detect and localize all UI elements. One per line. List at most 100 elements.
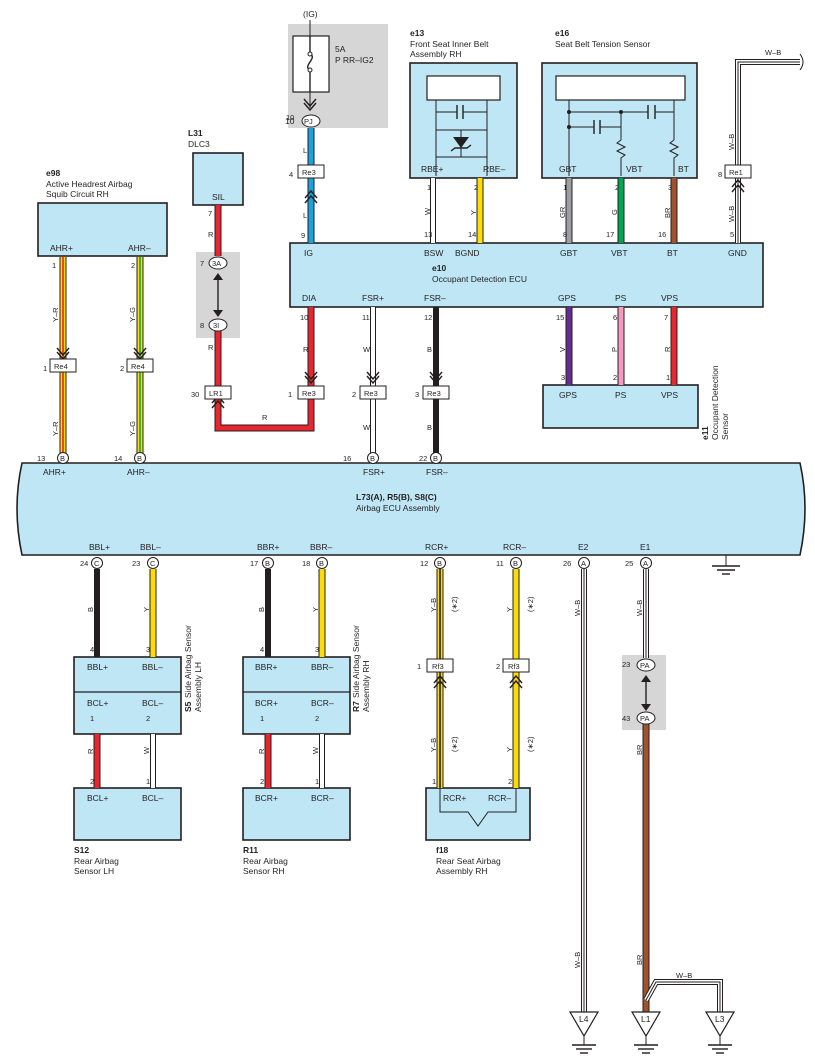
svg-text:Re3: Re3 — [364, 389, 378, 398]
svg-text:R: R — [86, 748, 95, 754]
pj-connector-label: PJ — [304, 117, 313, 126]
svg-text:2: 2 — [615, 183, 619, 192]
ecu-label-ahr-minus: AHR– — [127, 467, 150, 477]
svg-text:B: B — [370, 454, 375, 463]
svg-text:7: 7 — [208, 209, 212, 218]
svg-text:(∗2): (∗2) — [526, 736, 535, 752]
svg-text:B: B — [86, 607, 95, 612]
r11-pin-bcr-minus: BCR– — [311, 793, 334, 803]
svg-text:A: A — [581, 559, 586, 568]
svg-text:1: 1 — [427, 183, 431, 192]
resistor-bt-icon — [668, 139, 680, 176]
e10-pin-vps: VPS — [661, 293, 678, 303]
ecu-label-e2: E2 — [578, 542, 589, 552]
f18-squib-icon — [439, 787, 517, 827]
svg-text:7: 7 — [200, 259, 204, 268]
svg-text:B: B — [257, 607, 266, 612]
svg-text:2: 2 — [90, 777, 94, 786]
airbag-ecu-box — [16, 462, 806, 556]
e11-pin-ps: PS — [615, 390, 627, 400]
r11-pin-bcr-plus: BCR+ — [255, 793, 278, 803]
ecu-label-fsr-plus: FSR+ — [363, 467, 385, 477]
svg-text:3: 3 — [315, 645, 319, 654]
svg-text:23: 23 — [132, 559, 140, 568]
svg-text:12: 12 — [424, 313, 432, 322]
svg-text:1: 1 — [432, 777, 436, 786]
l31-code: L31 — [188, 128, 203, 138]
svg-text:P: P — [610, 347, 619, 352]
svg-text:W: W — [142, 746, 151, 754]
r11-name-1: Rear Airbag — [243, 856, 288, 866]
svg-text:Re4: Re4 — [131, 362, 145, 371]
svg-text:1: 1 — [52, 261, 56, 270]
r7-code: R7 — [351, 701, 361, 712]
s5-box — [73, 656, 182, 735]
svg-text:Y: Y — [505, 747, 514, 752]
re4-connector-1 — [49, 358, 77, 373]
svg-text:Y: Y — [505, 607, 514, 612]
svg-text:10: 10 — [300, 313, 308, 322]
r11-name-2: Sensor RH — [243, 866, 285, 876]
svg-text:13: 13 — [424, 230, 432, 239]
svg-text:B: B — [319, 559, 324, 568]
ground-l3: L3 — [704, 1011, 736, 1054]
svg-text:Re1: Re1 — [729, 168, 743, 177]
f18-box — [425, 787, 531, 841]
ecu-label-fsr-minus: FSR– — [426, 467, 448, 477]
svg-text:(∗2): (∗2) — [450, 736, 459, 752]
svg-text:GR: GR — [558, 206, 567, 218]
e11-code: e11 — [700, 426, 710, 440]
ecu-pin-circles: B B B B C C B B B B A A — [57, 452, 652, 569]
ecu-code: L73(A), R5(B), S8(C) — [356, 492, 437, 502]
e16-pin-bt: BT — [678, 164, 689, 174]
e13-pin-rbe-minus: RBE– — [483, 164, 505, 174]
svg-text:A: A — [643, 559, 648, 568]
svg-text:4: 4 — [90, 645, 94, 654]
e10-pin-vbt: VBT — [611, 248, 628, 258]
svg-text:11: 11 — [362, 313, 370, 322]
s5-pin-bcl-minus: BCL– — [142, 698, 164, 708]
svg-text:Y–B: Y–B — [429, 598, 438, 612]
l31-pin-sil: SIL — [212, 192, 225, 202]
svg-text:B: B — [427, 345, 432, 354]
resistor-vbt-icon — [615, 139, 627, 176]
f18-pin-rcr-minus: RCR– — [488, 793, 511, 803]
svg-text:V: V — [558, 347, 567, 352]
pj-connector — [301, 114, 321, 128]
svg-text:W–B: W–B — [573, 952, 582, 968]
r11-code: R11 — [243, 845, 258, 855]
svg-text:(∗2): (∗2) — [450, 596, 459, 612]
svg-text:W–B: W–B — [727, 206, 736, 222]
e10-pin-fsr-minus: FSR– — [424, 293, 446, 303]
ground-triangle-icon — [630, 1011, 662, 1038]
wire-color-labels: Y–R Y–G Y–R Y–G W Y GR G BR W–B W–B W–B … — [51, 48, 781, 980]
s12-pin-bcl-minus: BCL– — [142, 793, 164, 803]
svg-text:2: 2 — [508, 777, 512, 786]
s5-code: S5 — [183, 701, 193, 712]
svg-text:Re4: Re4 — [54, 362, 68, 371]
junction-connectors: 3A 7 3I 8 PA PA — [200, 256, 656, 725]
s5-pin-bcl-plus: BCL+ — [87, 698, 109, 708]
e10-pin-gbt: GBT — [560, 248, 577, 258]
ground-triangle-icon — [568, 1011, 600, 1038]
l31-box — [192, 152, 244, 206]
svg-text:10: 10 — [286, 113, 294, 122]
s12-pin-bcl-plus: BCL+ — [87, 793, 109, 803]
svg-text:25: 25 — [625, 559, 633, 568]
svg-text:LR1: LR1 — [209, 389, 223, 398]
svg-text:3: 3 — [415, 390, 419, 399]
svg-text:2: 2 — [613, 373, 617, 382]
s12-name-1: Rear Airbag — [74, 856, 119, 866]
e16-pin-vbt: VBT — [626, 164, 643, 174]
svg-text:L4: L4 — [579, 1014, 589, 1024]
ecu-label-e1: E1 — [640, 542, 651, 552]
svg-text:17: 17 — [250, 559, 258, 568]
e16-pin-gbt: GBT — [559, 164, 576, 174]
re3-connector-3 — [422, 385, 450, 400]
svg-text:B: B — [433, 454, 438, 463]
e10-pin-dia: DIA — [302, 293, 317, 303]
svg-text:B: B — [437, 559, 442, 568]
svg-text:Y–G: Y–G — [128, 421, 137, 436]
svg-text:17: 17 — [606, 230, 614, 239]
